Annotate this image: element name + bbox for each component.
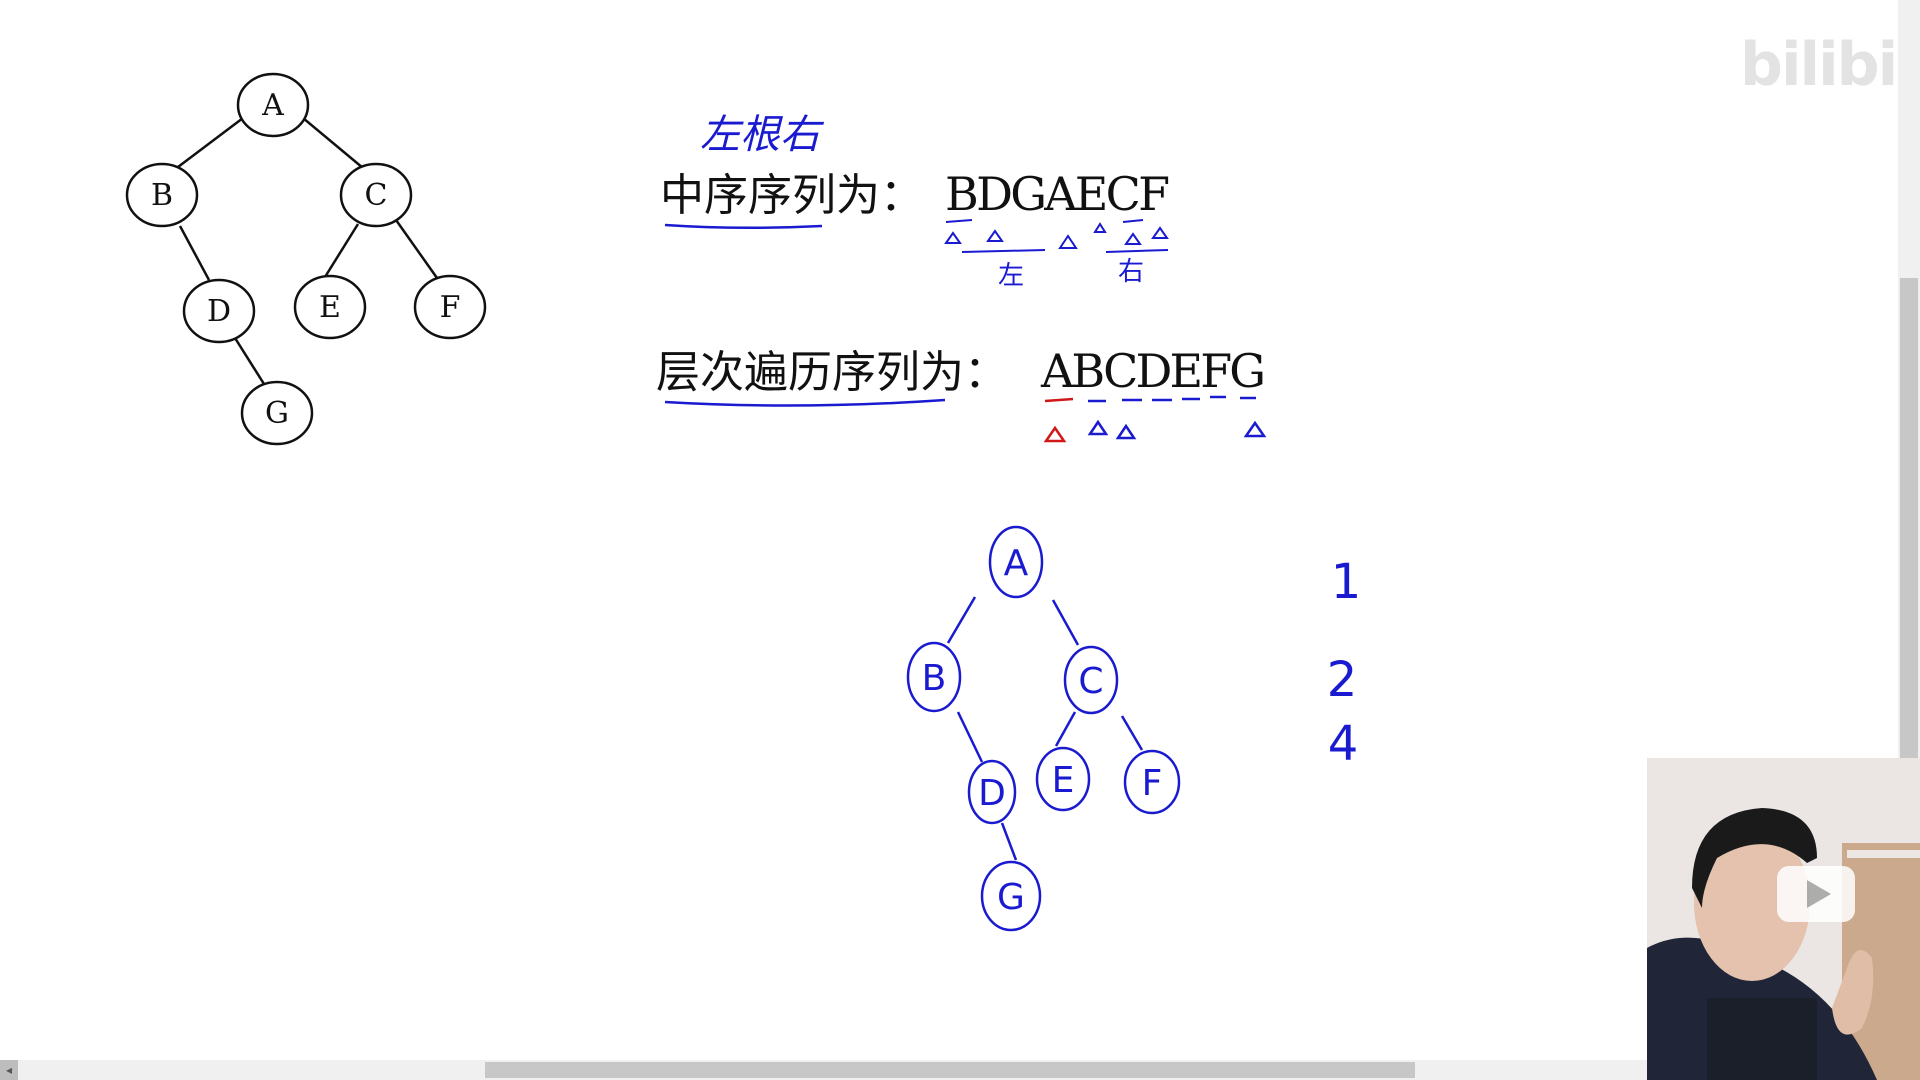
- presenter-video: [1647, 758, 1920, 1080]
- hand-label-e: E: [1052, 760, 1075, 801]
- printed-node-b: [125, 162, 199, 228]
- hand-tree: [906, 525, 1181, 932]
- hand-edge-d-g: [1000, 822, 1018, 861]
- horizontal-scrollbar-thumb[interactable]: [485, 1062, 1415, 1078]
- printed-node-e: [293, 274, 367, 340]
- levelorder-label-underline: [664, 398, 946, 407]
- hand-edge-b-d: [956, 711, 984, 763]
- hand-node-e: [1035, 746, 1091, 812]
- printed-edge-a-b: [177, 117, 244, 168]
- printed-label-b: B: [151, 178, 173, 213]
- inorder-marks: [944, 219, 1169, 253]
- webcam-overlay: [1647, 758, 1920, 1080]
- printed-edge-d-g: [233, 337, 266, 385]
- hand-number-4: 4: [1328, 716, 1359, 772]
- printed-label-e: E: [319, 290, 341, 325]
- printed-edge-c-f: [394, 219, 439, 279]
- printed-edge-a-c: [302, 117, 364, 169]
- hand-node-c: [1063, 645, 1119, 715]
- video-play-icon: [1777, 866, 1855, 922]
- hand-node-d: [967, 759, 1017, 825]
- hand-edge-c-f: [1120, 715, 1144, 751]
- bilibili-watermark: bilibili: [1740, 30, 1920, 100]
- hand-label-c: C: [1078, 661, 1103, 702]
- printed-node-f: [413, 274, 487, 340]
- printed-edge-b-d: [178, 225, 211, 281]
- hand-node-b: [906, 641, 962, 713]
- hand-edge-a-c: [1051, 599, 1080, 646]
- levelorder-marks: [1043, 395, 1267, 443]
- inorder-label-underline: [664, 223, 823, 230]
- hand-label-f: F: [1142, 763, 1163, 804]
- hand-edge-a-b: [946, 596, 977, 644]
- printed-tree: [125, 72, 487, 446]
- levelorder-sequence: ABCDEFG: [1040, 344, 1266, 398]
- hand-label-g: G: [997, 877, 1025, 918]
- printed-node-g: [240, 380, 314, 446]
- hand-label-a: A: [1004, 543, 1029, 584]
- board-drawing: A B C D E F G 左根右 中序序列为： BDGAECF 左 右 层次遍…: [125, 72, 1362, 932]
- hand-node-f: [1123, 749, 1181, 815]
- printed-node-c: [339, 162, 413, 228]
- printed-node-d: [182, 278, 256, 344]
- printed-label-a: A: [261, 88, 284, 123]
- inorder-label: 中序序列为：: [660, 170, 924, 221]
- inorder-right-note: 右: [1118, 257, 1144, 287]
- printed-label-f: F: [440, 290, 461, 325]
- inorder-annotation: 左根右: [700, 112, 825, 158]
- levelorder-label: 层次遍历序列为：: [656, 347, 1008, 398]
- hand-label-b: B: [922, 658, 947, 699]
- printed-node-a: [236, 72, 310, 138]
- printed-label-d: D: [207, 294, 231, 329]
- printed-edge-c-e: [323, 223, 360, 278]
- inorder-sequence: BDGAECF: [945, 167, 1170, 221]
- printed-label-c: C: [365, 178, 388, 213]
- hand-edge-c-e: [1054, 711, 1077, 747]
- scroll-left-arrow-icon[interactable]: ◂: [0, 1060, 18, 1080]
- inorder-left-note: 左: [998, 261, 1024, 291]
- hand-node-a: [988, 525, 1044, 599]
- printed-label-g: G: [265, 396, 289, 431]
- hand-node-g: [980, 860, 1042, 932]
- hand-label-d: D: [978, 773, 1006, 814]
- hand-number-1: 1: [1331, 554, 1362, 610]
- hand-number-2: 2: [1327, 652, 1358, 708]
